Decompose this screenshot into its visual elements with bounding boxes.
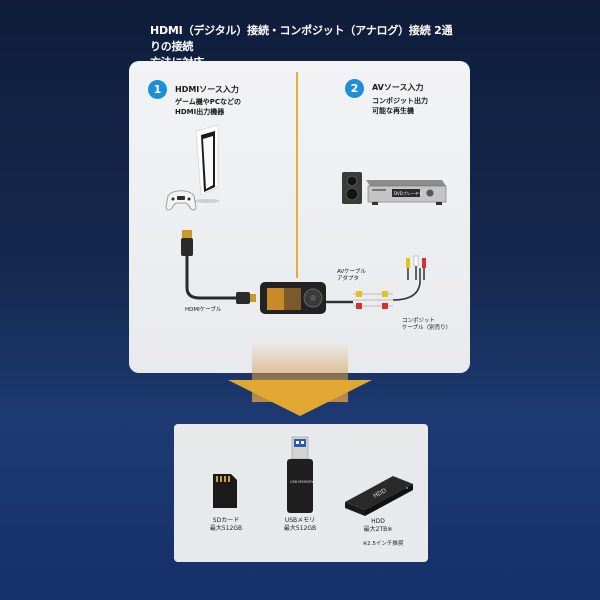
source-divider xyxy=(296,72,298,278)
source-2-desc-line-1: コンポジット出力 xyxy=(372,97,428,105)
av-adapter-label: AVケーブル アダプタ xyxy=(337,269,366,283)
composite-cable-label-line-2: ケーブル（別売り） xyxy=(402,325,452,331)
hdmi-cable-icon xyxy=(181,230,256,304)
source-2-desc: コンポジット出力 可能な再生機 xyxy=(372,96,462,116)
storage-sd-capacity: 最大512GB xyxy=(209,525,243,532)
av-cable-icon xyxy=(326,255,426,309)
storage-hdd-label: HDD 最大2TB※ xyxy=(348,518,408,534)
composite-cable-label: コンポジット ケーブル（別売り） xyxy=(402,318,451,332)
source-1-desc-line-1: ゲーム機やPCなどの xyxy=(175,98,242,106)
source-2-badge: 2 xyxy=(345,79,364,98)
storage-hdd-capacity: 最大2TB※ xyxy=(363,526,393,533)
dvd-player-icon xyxy=(342,172,447,205)
source-1-desc-line-2: HDMI出力機器 xyxy=(175,108,225,116)
game-console-icon xyxy=(165,124,220,211)
down-arrow-icon xyxy=(228,380,372,416)
source-2-desc-line-2: 可能な再生機 xyxy=(372,107,414,115)
composite-cable-label-line-1: コンポジット xyxy=(402,318,436,324)
connection-panel xyxy=(129,61,470,373)
av-adapter-label-line-2: アダプタ xyxy=(337,276,360,282)
source-1-badge: 1 xyxy=(148,80,167,99)
source-1-title: HDMIソース入力 xyxy=(175,85,239,94)
headline-line-1: HDMI（デジタル）接続・コンポジット（アナログ）接続 2通りの接続 xyxy=(150,24,453,53)
source-1-desc: ゲーム機やPCなどの HDMI出力機器 xyxy=(175,97,265,117)
usb-stick-text: USB MEMORY xyxy=(290,480,314,484)
storage-usb-capacity: 最大512GB xyxy=(283,525,317,532)
storage-footnote: ※2.5インチ推奨 xyxy=(362,541,404,547)
usb-stick-icon xyxy=(287,436,313,513)
controller-icon xyxy=(165,190,197,211)
storage-sd-name: SDカード xyxy=(212,517,240,524)
storage-sd-label: SDカード 最大512GB xyxy=(196,517,256,533)
capture-device-icon xyxy=(260,282,326,314)
hdd-icon xyxy=(345,476,413,516)
dvd-player-display-label: DVDプレーヤー xyxy=(394,191,423,196)
storage-hdd-name: HDD xyxy=(371,518,385,525)
source-2-title: AVソース入力 xyxy=(372,83,424,92)
storage-usb-label: USBメモリ 最大512GB xyxy=(270,517,330,533)
storage-usb-name: USBメモリ xyxy=(284,517,316,524)
sd-card-icon xyxy=(213,474,237,508)
hdmi-cable-label: HDMIケーブル xyxy=(185,307,222,313)
connection-diagram xyxy=(181,230,426,314)
av-adapter-label-line-1: AVケーブル xyxy=(337,269,366,275)
